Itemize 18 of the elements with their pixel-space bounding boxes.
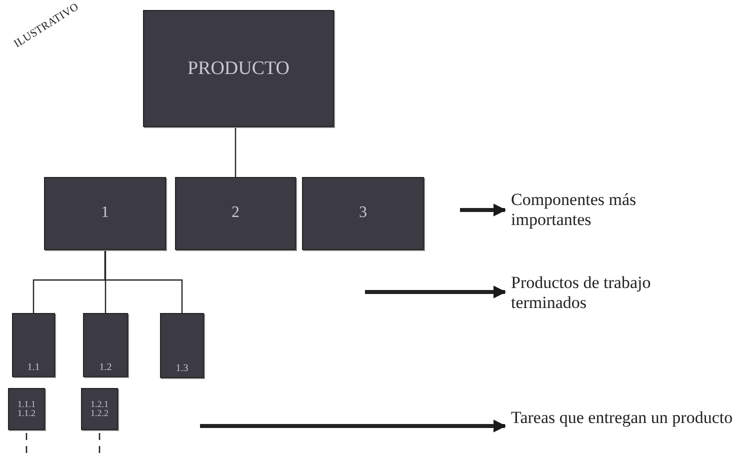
annotation-text: Componentes más importantes <box>511 190 638 231</box>
connector-line <box>104 250 183 313</box>
arrow <box>365 286 506 298</box>
process-box: 3 <box>302 177 424 250</box>
process-box: 1.2.1 1.2.2 <box>81 388 118 430</box>
process-box: 2 <box>175 177 296 250</box>
process-box: 1.1 <box>12 313 55 377</box>
process-box: 1.3 <box>160 313 204 378</box>
process-box: 1.2 <box>83 313 128 377</box>
process-box: 1 <box>44 177 166 250</box>
arrow <box>200 420 506 432</box>
annotation-text: Productos de trabajo terminados <box>511 273 652 314</box>
arrow <box>460 204 506 216</box>
annotation-text: Tareas que entregan un producto <box>511 408 734 428</box>
connector-line <box>234 127 236 177</box>
connector-line <box>104 250 106 313</box>
process-box: 1.1.1 1.1.2 <box>8 388 45 430</box>
process-box: PRODUCTO <box>143 10 334 127</box>
